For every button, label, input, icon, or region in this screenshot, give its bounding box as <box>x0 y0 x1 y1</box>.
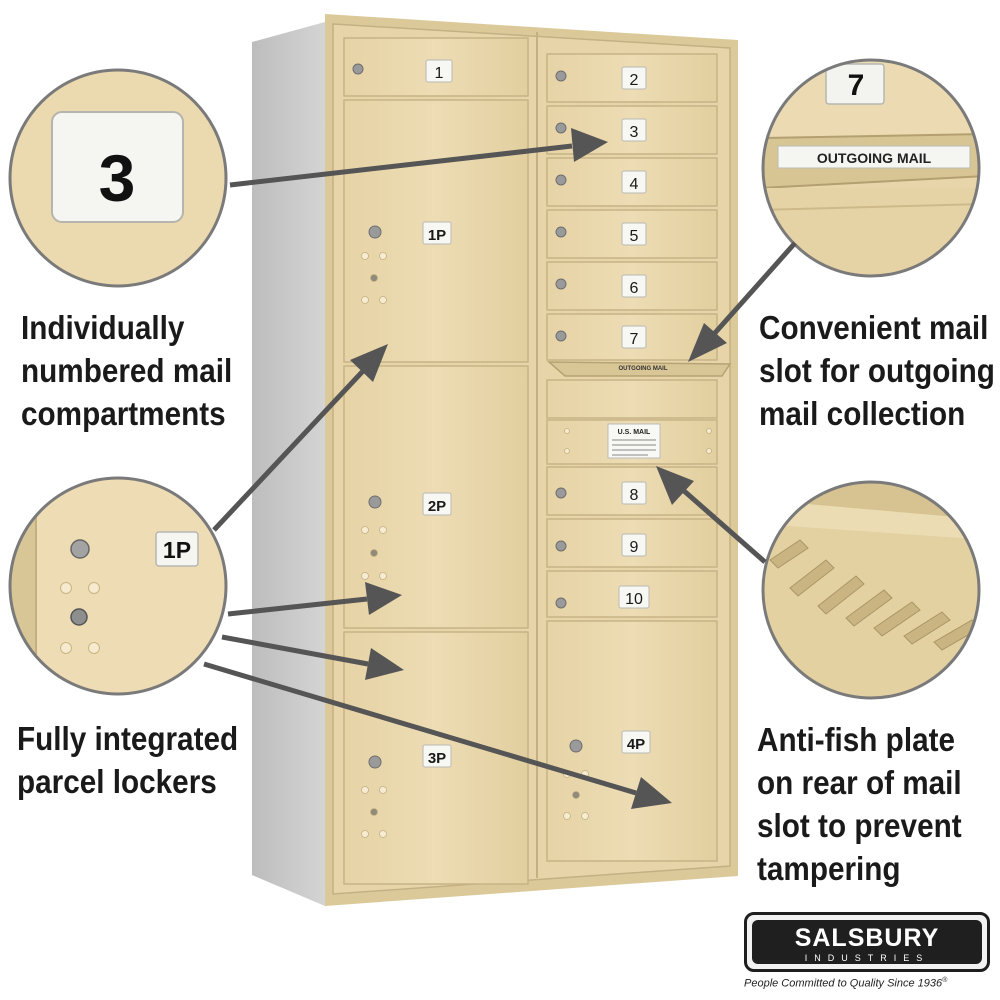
callout-antifish-plate: Anti-fish plate on rear of mail slot to … <box>757 718 962 890</box>
arrow-antifish <box>681 488 767 564</box>
lock-icon <box>555 330 567 342</box>
arrow-parcel-4p <box>203 661 637 796</box>
zoom-slot-label: OUTGOING MAIL <box>817 150 932 166</box>
callout-line: tampering <box>757 850 901 887</box>
arrow-parcel-3p <box>221 634 369 667</box>
tagline-text: People Committed to Quality Since 1936 <box>744 977 943 990</box>
outgoing-mail-slot <box>546 361 732 377</box>
door-number: 1 <box>435 65 444 82</box>
brand-name: SALSBURY <box>794 924 940 952</box>
arrow-head-icon <box>365 582 402 615</box>
door-number: 7 <box>630 331 639 348</box>
lock-icon <box>352 63 364 75</box>
outgoing-slot-label: OUTGOING MAIL <box>619 366 668 372</box>
salsbury-logo: SALSBURY INDUSTRIES <box>744 912 990 972</box>
callout-line: Convenient mail <box>759 309 989 346</box>
lock-icon <box>555 226 567 238</box>
slot-divider-panel <box>546 379 718 419</box>
lock-icon <box>569 739 583 753</box>
arrow-outgoing <box>712 241 797 336</box>
arrow-parcel-1p <box>212 369 365 532</box>
lock-icon <box>555 174 567 186</box>
parcel-locker-number: 4P <box>627 736 645 753</box>
door-number: 6 <box>630 280 639 297</box>
callout-line: parcel lockers <box>17 763 217 800</box>
door-locks <box>352 63 583 769</box>
brand-tagline: People Committed to Quality Since 1936® <box>744 977 994 990</box>
callout-line: mail collection <box>759 395 966 432</box>
arrow-head-icon <box>688 323 727 362</box>
usmail-fine-print <box>612 439 656 456</box>
door-number: 5 <box>630 228 639 245</box>
zoom-parcel-circle: 1P <box>8 476 228 696</box>
zoom-antifish-circle <box>761 480 981 700</box>
usmail-label: U.S. MAIL <box>618 429 651 436</box>
arrow-parcel-2p <box>227 596 368 617</box>
callout-parcel-lockers: Fully integrated parcel lockers <box>17 717 238 803</box>
arrow-head-icon <box>656 466 694 505</box>
callout-line: on rear of mail <box>757 764 962 801</box>
door-9-panel <box>546 518 718 568</box>
parcel-locker-number: 2P <box>428 498 446 515</box>
door-number: 4 <box>630 176 639 193</box>
callout-line: Fully integrated <box>17 720 239 757</box>
door-number-labels: 1 2 3 4 5 6 7 8 9 10 1P 2P 3P 4P <box>428 65 645 767</box>
callout-line: numbered mail <box>21 352 233 389</box>
callout-line: slot for outgoing <box>759 352 995 389</box>
logo-badge: SALSBURY INDUSTRIES <box>752 920 982 964</box>
callout-numbered-compartments: Individually numbered mail compartments <box>21 306 232 435</box>
callout-line: compartments <box>21 395 226 432</box>
callout-outgoing-slot: Convenient mail slot for outgoing mail c… <box>759 306 995 435</box>
parcel-dots <box>361 252 712 838</box>
door-number: 3 <box>630 124 639 141</box>
parcel-locker-number: 1P <box>428 227 446 244</box>
parcel-locker-number: 3P <box>428 750 446 767</box>
lock-icon <box>555 278 567 290</box>
door-number: 2 <box>630 72 639 89</box>
brand-subtitle: INDUSTRIES <box>804 953 930 963</box>
lock-icon <box>70 608 88 626</box>
arrow-head-icon <box>631 777 672 809</box>
zoom-number-text: 3 <box>99 141 136 215</box>
arrow-head-icon <box>571 128 608 162</box>
usmail-label-plate <box>607 423 661 459</box>
door-number: 9 <box>630 539 639 556</box>
door-number-plates <box>422 59 651 768</box>
lock-icon <box>555 70 567 82</box>
zoom-slot-door-number: 7 <box>848 69 865 102</box>
callout-line: Individually <box>21 309 185 346</box>
lock-icon <box>368 755 382 769</box>
callout-arrows <box>203 128 797 809</box>
arrow-head-icon <box>365 648 404 680</box>
arrow-head-icon <box>350 344 388 382</box>
wall-recess <box>252 22 325 906</box>
door-number: 8 <box>630 487 639 504</box>
arrow-numbered <box>229 143 573 188</box>
zoom-number-circle: 3 <box>8 68 228 288</box>
lock-icon <box>555 597 567 609</box>
door-number: 10 <box>625 591 643 608</box>
lock-icon <box>555 487 567 499</box>
lock-icon <box>555 540 567 552</box>
lock-icon <box>555 122 567 134</box>
registered-mark: ® <box>942 977 948 984</box>
callout-line: Anti-fish plate <box>757 721 955 758</box>
callout-line: slot to prevent <box>757 807 962 844</box>
lock-icon <box>70 539 90 559</box>
lock-icon <box>368 225 382 239</box>
lock-icon <box>368 495 382 509</box>
zoom-parcel-number: 1P <box>163 537 191 563</box>
